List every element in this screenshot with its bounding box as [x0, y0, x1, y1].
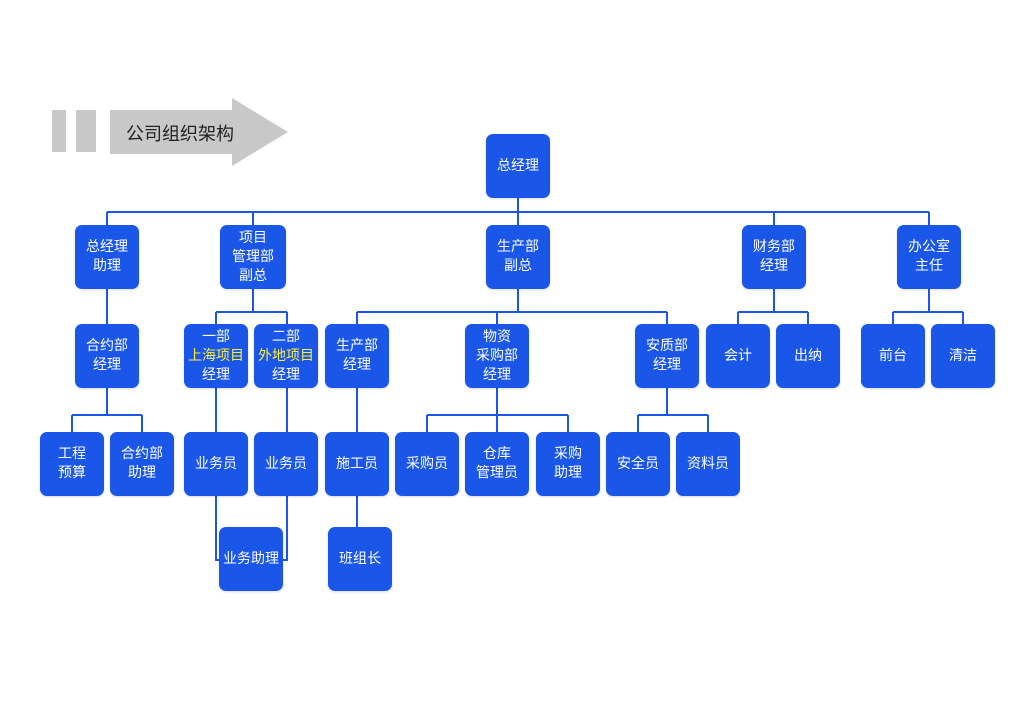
node-salesperson-2: 业务员 [254, 432, 318, 496]
node-cleaning: 清洁 [931, 324, 995, 388]
node-general-manager: 总经理 [486, 134, 550, 198]
node-salesperson-1: 业务员 [184, 432, 248, 496]
node-purchasing-assistant: 采购助理 [536, 432, 600, 496]
node-purchasing-manager: 物资采购部经理 [465, 324, 529, 388]
node-reception: 前台 [861, 324, 925, 388]
node-finance-manager: 财务部经理 [742, 225, 806, 289]
node-project-vp: 项目管理部副总 [220, 225, 286, 289]
node-contract-assistant: 合约部助理 [110, 432, 174, 496]
node-sales-assistant: 业务助理 [219, 527, 283, 591]
node-quality-manager: 安质部经理 [635, 324, 699, 388]
chart-title: 公司组织架构 [126, 124, 234, 145]
node-documents-clerk: 资料员 [676, 432, 740, 496]
node-engineering-budget: 工程预算 [40, 432, 104, 496]
header-arrow-icon [110, 98, 288, 166]
node-cashier: 出纳 [776, 324, 840, 388]
header-bar-1 [52, 110, 66, 152]
node-dept2-remote-manager: 二部外地项目经理 [254, 324, 318, 388]
node-production-manager: 生产部经理 [325, 324, 389, 388]
node-office-director: 办公室主任 [897, 225, 961, 289]
node-dept1-shanghai-manager: 一部上海项目经理 [184, 324, 248, 388]
node-contract-manager: 合约部经理 [75, 324, 139, 388]
node-warehouse-keeper: 仓库管理员 [465, 432, 529, 496]
node-gm-assistant: 总经理助理 [75, 225, 139, 289]
header-bar-2 [76, 110, 96, 152]
node-purchaser: 采购员 [395, 432, 459, 496]
node-constructor: 施工员 [325, 432, 389, 496]
node-accountant: 会计 [706, 324, 770, 388]
node-team-leader: 班组长 [328, 527, 392, 591]
node-safety-officer: 安全员 [606, 432, 670, 496]
node-production-vp: 生产部副总 [486, 225, 550, 289]
